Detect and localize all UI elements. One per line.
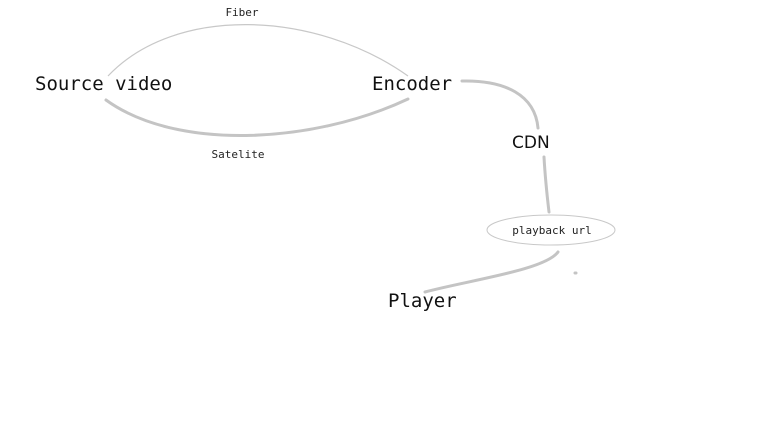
edge-playback-to-player [423,250,560,294]
edge-label-fiber: Fiber [225,6,258,19]
playback-url-node [486,214,616,246]
node-source-video: Source video [35,73,172,95]
node-encoder: Encoder [372,73,452,95]
edge-encoder-to-cdn [460,79,540,130]
edge-cdn-to-playback [542,155,551,214]
edge-label-satelite: Satelite [212,148,265,161]
edge-fiber [107,24,409,77]
node-cdn: CDN [512,133,550,153]
edge-satelite [104,97,410,138]
node-player: Player [388,290,457,312]
playback-url-label: playback url [512,224,591,237]
